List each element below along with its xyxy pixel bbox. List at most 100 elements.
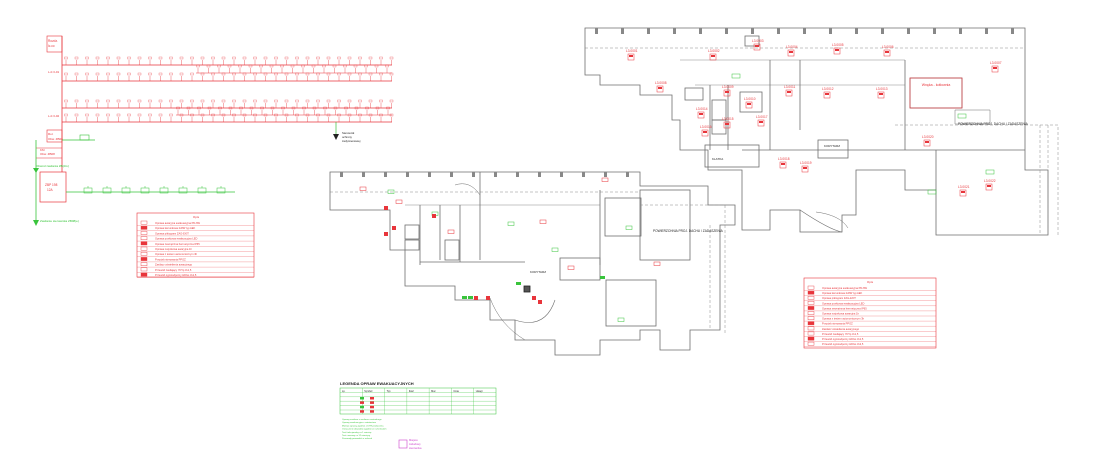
table-header: Symbol bbox=[364, 390, 372, 393]
legend-symbol-icon bbox=[807, 326, 815, 331]
legend-symbol-icon bbox=[807, 296, 815, 300]
table-note: Przewody prowadzić w rurkach bbox=[342, 437, 373, 440]
legend-row-label: Oprawa zewnętrzna hermetyczna IP65 bbox=[822, 306, 867, 310]
svg-text:L3.0019: L3.0019 bbox=[800, 161, 812, 165]
svg-text:L3.0001: L3.0001 bbox=[626, 49, 638, 53]
svg-text:L3.0004: L3.0004 bbox=[786, 45, 798, 49]
svg-text:L3.0016: L3.0016 bbox=[700, 125, 712, 129]
controller-text-2: ochrony bbox=[342, 135, 353, 139]
legend-symbol-icon bbox=[807, 301, 815, 305]
room-tag: L3.0005 bbox=[832, 43, 844, 55]
room-tag: L3.0002 bbox=[708, 49, 720, 61]
svg-text:L3.0018: L3.0018 bbox=[778, 157, 790, 161]
legend-symbol-icon bbox=[140, 272, 148, 277]
room-tag: L3.0012 bbox=[822, 87, 834, 99]
table-note: Oprawy ewakuacyjne z autotestem bbox=[342, 421, 376, 424]
fixture-icon bbox=[625, 225, 633, 230]
table-header: Czas bbox=[453, 390, 459, 393]
svg-text:L3.0017: L3.0017 bbox=[756, 115, 768, 119]
exit-sign-icon bbox=[731, 73, 741, 79]
room-tag: L3.0008 bbox=[655, 81, 667, 93]
room-tag: L3.0009 bbox=[722, 85, 734, 97]
emergency-luminaire-icon bbox=[83, 186, 93, 194]
emergency-luminaire-icon bbox=[159, 186, 169, 194]
pictogram-icon bbox=[516, 282, 521, 285]
room-tag: L3.0020 bbox=[922, 135, 934, 147]
room-tag: L3.0013 bbox=[876, 87, 888, 99]
legend-row-label: Oprawa zewnętrzna hermetyczna IP65 bbox=[155, 242, 200, 246]
power-supply-block bbox=[39, 171, 67, 203]
green-text-2: Zasilanie sterownika ZB08(e) bbox=[40, 219, 79, 223]
row1-tag: L-0.3-01 bbox=[48, 70, 60, 74]
pictogram-icon bbox=[468, 296, 473, 299]
table-header: Uwagi bbox=[476, 390, 483, 393]
legend-symbol-icon bbox=[807, 306, 815, 310]
room-tag: L3.0016 bbox=[700, 125, 712, 137]
svg-text:L3.0006: L3.0006 bbox=[882, 45, 894, 49]
fixture-icon bbox=[359, 186, 367, 191]
switch-box-label-2: Obw. ZB08 bbox=[48, 137, 63, 141]
row2-tag: L-0.3-02 bbox=[48, 114, 60, 118]
svg-text:L3.0013: L3.0013 bbox=[876, 87, 888, 91]
legend-row-label: Oprawa piktogram ZAG-EXIT bbox=[822, 296, 856, 300]
room-tag: L3.0017 bbox=[756, 115, 768, 127]
floor-plan-upper bbox=[584, 27, 1059, 236]
controller-text-3: zadymieniowej bbox=[342, 139, 361, 143]
emergency-luminaire-chain bbox=[83, 186, 226, 194]
svg-text:L3.0012: L3.0012 bbox=[822, 87, 834, 91]
legend-row-label: Oprawa natynkowa awaryjna 1h bbox=[155, 247, 192, 251]
legend-row-label: Przycisk sterowania PPOŻ bbox=[822, 321, 853, 326]
legend-symbol-icon bbox=[807, 290, 815, 295]
circuit-label-a: KM bbox=[40, 148, 45, 152]
exit-sign-icon bbox=[927, 189, 937, 195]
fixture-icon bbox=[551, 247, 559, 252]
room-tag: L3.0019 bbox=[800, 161, 812, 173]
controller-text-1: Sterownik bbox=[342, 131, 355, 135]
legend-symbol-icon bbox=[140, 246, 148, 251]
table-note: Oprawy zasilane z zasilacza centralnego bbox=[342, 418, 382, 421]
room-tag: L3.0007 bbox=[990, 61, 1002, 73]
legend-symbol-icon bbox=[807, 341, 815, 346]
svg-text:L3.0021: L3.0021 bbox=[958, 185, 970, 189]
room-tag: L3.0021 bbox=[958, 185, 970, 197]
legend-right: Opis Oprawa awaryjna ewakuacyjna PD-6WOp… bbox=[803, 277, 937, 349]
room-tag: L3.0010 bbox=[744, 97, 756, 109]
legend-row-label: Oprawa punktowa ewakuacyjna LED bbox=[822, 301, 865, 305]
legend-symbol-icon bbox=[140, 225, 148, 230]
legend-row-label: Przewód zasilający YDYp 3x1,5 bbox=[822, 332, 859, 336]
fixture-icon bbox=[567, 265, 575, 270]
green-text-1: Obwód zasilania ZB(d/o) bbox=[36, 164, 69, 168]
legend-row-label: Przewód zasilający YDYp 3x1,5 bbox=[155, 268, 192, 272]
room-tag: L3.0004 bbox=[786, 45, 798, 57]
circuit-label-b: Obw. ZB08 bbox=[40, 152, 55, 156]
legend-left: Opis Oprawa awaryjna ewakuacyjna PD-6WOp… bbox=[136, 212, 255, 278]
table-note: Montaż oprawy zgodnie z DTR producenta bbox=[342, 424, 384, 427]
panel-label-2: lc.co bbox=[48, 44, 55, 48]
switch-box bbox=[46, 129, 63, 143]
legend-row-label: Oprawa natynkowa awaryjna 1h bbox=[822, 312, 859, 316]
svg-text:L3.0008: L3.0008 bbox=[655, 81, 667, 85]
svg-text:L3.0005: L3.0005 bbox=[832, 43, 844, 47]
emergency-luminaire-icon bbox=[197, 186, 207, 194]
legend-row-label: Oprawa kierunkowa 2x8W typ AEK bbox=[822, 291, 862, 295]
legend-row-label: Przycisk sterowania PPOŻ bbox=[155, 256, 186, 261]
table-note: Oznaczenie obwodów zgodnie ze schematem bbox=[342, 428, 387, 431]
legend-row-label: Oprawa piktogram ZAG-EXIT bbox=[155, 231, 189, 235]
hall-label-2: KLATKA bbox=[712, 157, 723, 161]
circuit-ticks bbox=[64, 56, 394, 122]
room-tag: L3.0014 bbox=[696, 107, 708, 119]
legend-symbol-icon bbox=[140, 267, 148, 272]
boiler-room-box bbox=[909, 77, 963, 109]
svg-text:L3.0010: L3.0010 bbox=[744, 97, 756, 101]
legend-symbol-icon bbox=[140, 236, 148, 241]
stamp-line-2: zabudowy bbox=[409, 442, 421, 446]
fixture-icon bbox=[653, 261, 661, 266]
fixture-icon bbox=[507, 221, 515, 226]
legend-symbol-icon bbox=[140, 241, 148, 246]
legend-row-label: Zasilacz oświetlenia awaryjnego bbox=[155, 263, 193, 267]
exit-sign-icon bbox=[957, 113, 967, 119]
room-tag: L3.0015 bbox=[722, 117, 734, 129]
table-header: Lp. bbox=[342, 390, 346, 393]
room-tag: L3.0006 bbox=[882, 45, 894, 57]
